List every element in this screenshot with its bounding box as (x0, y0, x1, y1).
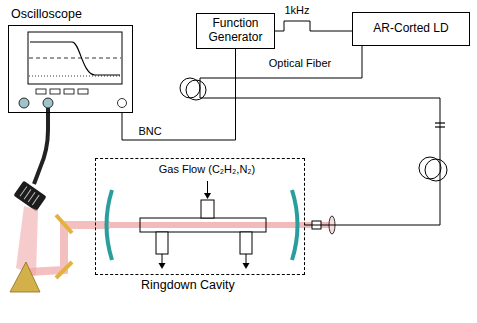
fiber-coil (186, 80, 206, 100)
scope-button (36, 89, 46, 94)
scope-button (64, 89, 74, 94)
scope-knob (118, 99, 127, 108)
scope-button (78, 89, 88, 94)
gas-out-arrowhead (243, 263, 250, 269)
gas-in-arrow (207, 181, 208, 194)
detector-body (13, 181, 46, 212)
fiber-coil (180, 78, 200, 98)
connector (275, 21, 352, 31)
gas-flow-label: Gas Flow (C₂H₂,N₂) (158, 163, 257, 175)
gas-outlet (156, 232, 168, 254)
gas-cell-tube (140, 218, 266, 232)
cavity-mirror (107, 190, 113, 260)
detector-fin (20, 186, 27, 196)
ringdown-trace (30, 42, 120, 75)
box-label: Function Generator (197, 17, 274, 45)
gas-out-arrow (162, 254, 163, 264)
scope-baseline (29, 76, 121, 77)
steering-mirror (56, 215, 72, 233)
ringdown-cavity-box: Ringdown Cavity (95, 158, 305, 275)
scope-threshold (29, 58, 121, 59)
fiber-coil (425, 159, 447, 181)
edge-label: Optical Fiber (268, 57, 332, 69)
gas-outlet (240, 232, 252, 254)
scope-button (50, 89, 60, 94)
box-heading: Ringdown Cavity (141, 278, 235, 292)
cavity-mirror (292, 190, 298, 260)
gas-inlet (201, 200, 214, 218)
scope-knob (19, 98, 29, 108)
oscilloscope-box: Oscilloscope (8, 25, 133, 113)
laser-diode-box: AR-Corted LD (352, 12, 470, 46)
scope-knob (43, 98, 53, 108)
detector-fin (32, 195, 39, 205)
edge-label: 1kHz (283, 4, 310, 16)
box-label: AR-Corted LD (369, 22, 452, 36)
box-heading: Oscilloscope (11, 7, 82, 21)
function-generator-box: Function Generator (196, 13, 275, 49)
connector (122, 49, 236, 140)
gas-out-arrowhead (159, 263, 166, 269)
cavity-beam (110, 222, 334, 228)
steering-mirror (56, 262, 72, 278)
detector-cable (34, 108, 48, 184)
gas-in-arrowhead (204, 193, 211, 199)
detector-fin (28, 192, 35, 202)
gas-out-arrow (246, 254, 247, 264)
scope-screen (28, 32, 122, 84)
parabolic-mirror (10, 262, 40, 292)
detector-fin (24, 189, 31, 199)
edge-label: BNC (137, 125, 162, 137)
detector (13, 181, 46, 212)
